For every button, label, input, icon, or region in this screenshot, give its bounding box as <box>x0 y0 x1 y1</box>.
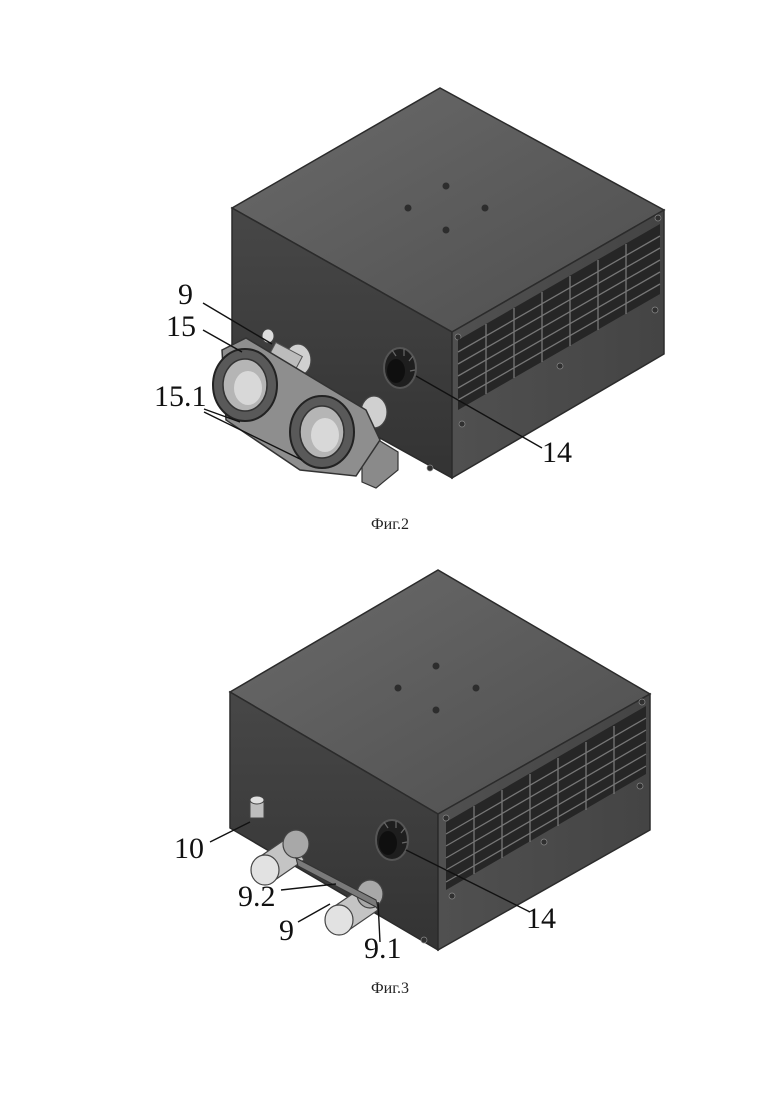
control-knob <box>376 820 408 860</box>
label-9: 9 <box>279 914 294 947</box>
label-15-1: 15.1 <box>154 380 207 413</box>
label-14: 14 <box>542 436 572 469</box>
figure-2: 9 15 15.1 14 <box>0 0 780 510</box>
figure-2-caption: Фиг.2 <box>0 516 780 534</box>
gasket-ring-lower <box>290 396 354 468</box>
label-9: 9 <box>178 278 193 311</box>
label-9-2: 9.2 <box>238 880 276 913</box>
figure-3-caption: Фиг.3 <box>0 980 780 998</box>
gasket-ring-upper <box>213 349 277 421</box>
label-9-1: 9.1 <box>364 932 402 965</box>
label-14: 14 <box>526 902 556 935</box>
label-10: 10 <box>174 832 204 865</box>
heater-housing <box>230 570 650 950</box>
label-15: 15 <box>166 310 196 343</box>
figure-3: 10 9.2 9 9.1 14 <box>0 560 780 970</box>
control-knob <box>384 348 416 388</box>
small-fitting-10 <box>250 796 264 818</box>
